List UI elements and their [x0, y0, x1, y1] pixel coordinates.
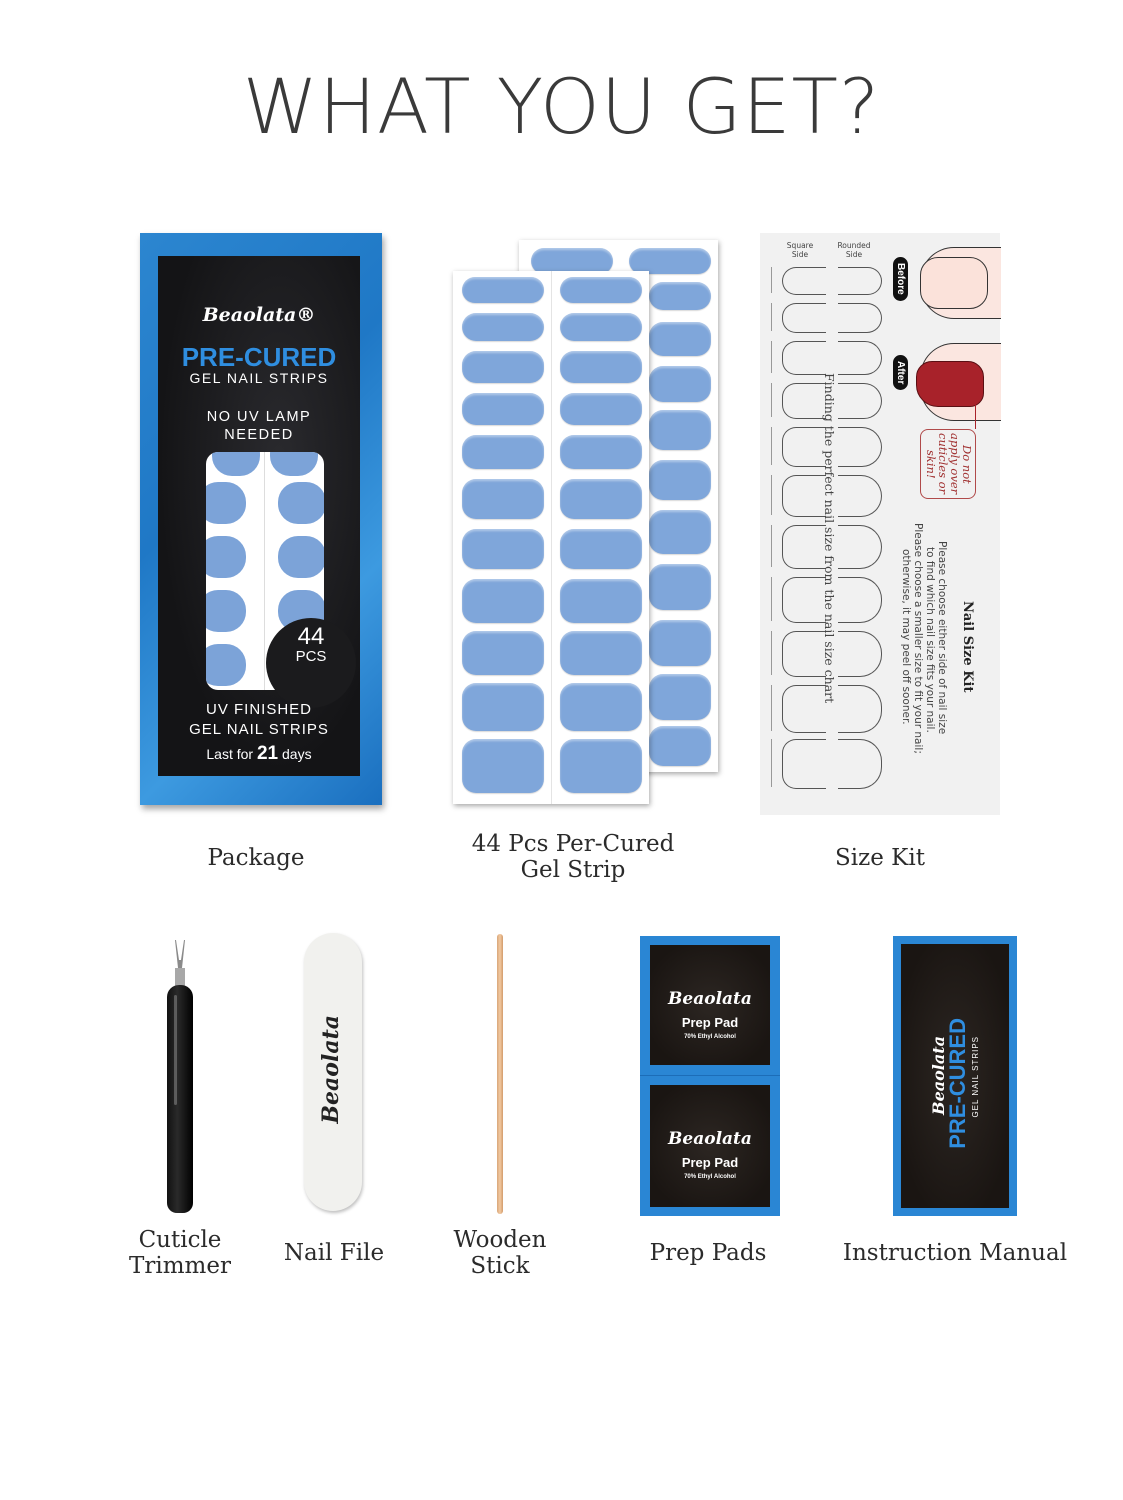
prep-pad-brand: Beaolata [668, 989, 752, 1009]
before-nail-illustration [920, 257, 988, 309]
gel-strip-sheet-front [453, 271, 649, 804]
column-header-rounded: Rounded Side [832, 241, 876, 259]
after-label: After [893, 355, 908, 391]
package-window [206, 452, 324, 690]
col-square-line1: Square [786, 241, 814, 250]
caption-cuticle-trimmer: Cuticle Trimmer [110, 1227, 250, 1279]
warning-callout: Do not apply over cuticles or skin! [920, 429, 976, 499]
package-claim: NO UV LAMP NEEDED [158, 408, 360, 444]
page-title: WHAT YOU GET? [242, 62, 881, 151]
manual-headline: PRE-CURED [945, 1018, 970, 1149]
package-finish-line1: UV FINISHED [205, 701, 312, 718]
duration-days: 21 [256, 743, 279, 764]
count-unit: PCS [295, 648, 327, 665]
kit-title: Nail Size Kit [960, 601, 975, 693]
package-duration: Last for 21 days [158, 743, 360, 765]
caption-wooden-line2: Stick [470, 1253, 530, 1279]
column-header-square: Square Side [780, 241, 820, 259]
prep-pads-image: Beaolata Prep Pad 70% Ethyl Alcohol Beao… [640, 936, 780, 1216]
cuticle-trimmer-tip-icon [175, 940, 185, 990]
col-rounded-line1: Rounded [837, 241, 871, 250]
count-badge [266, 618, 356, 708]
package-claim-line1: NO UV LAMP [206, 409, 312, 425]
prep-pad-title: Prep Pad [681, 1015, 739, 1030]
package-brand-logo: Beaolata® [202, 304, 316, 326]
caption-size-kit: Size Kit [835, 845, 925, 871]
kit-instruction-1: Please choose either side of nail size [936, 541, 948, 735]
manual-subline: GEL NAIL STRIPS [971, 1036, 980, 1118]
caption-wooden-line1: Wooden [453, 1227, 547, 1253]
wooden-stick-image [497, 934, 503, 1214]
prep-pad-brand: Beaolata [668, 1129, 752, 1149]
caption-nail-file: Nail File [283, 1240, 385, 1266]
kit-instruction-2: to find which nail size fits your nail. [924, 547, 936, 733]
prep-pad-title: Prep Pad [681, 1155, 739, 1170]
nail-file-image: Beaolata [304, 933, 362, 1211]
prep-pad-subtitle: 70% Ethyl Alcohol [684, 1034, 736, 1040]
kit-instruction-3: Please choose a smaller size to fit your… [912, 523, 924, 754]
package-finish-line2: GEL NAIL STRIPS [189, 721, 329, 738]
cuticle-trimmer-image [167, 985, 193, 1213]
package-headline: PRE-CURED [181, 342, 337, 372]
kit-instruction-4: otherwise, it may peel off sooner. [900, 549, 912, 725]
size-chart-guide-text: Finding the perfect nail size from the n… [822, 373, 837, 704]
caption-cuticle-line2: Trimmer [129, 1253, 231, 1279]
caption-gel-strip-line1: 44 Pcs Per-Cured [471, 831, 675, 857]
instruction-manual-image: Beaolata PRE-CURED GEL NAIL STRIPS [893, 936, 1017, 1216]
after-nail-illustration [916, 361, 984, 407]
caption-wooden-stick: Wooden Stick [430, 1227, 570, 1279]
col-rounded-line2: Side [845, 250, 863, 259]
caption-gel-strip: 44 Pcs Per-Cured Gel Strip [440, 831, 706, 883]
package-image: Beaolata® PRE-CURED GEL NAIL STRIPS NO U… [140, 233, 382, 805]
caption-instruction-manual: Instruction Manual [842, 1240, 1068, 1266]
prep-pad-subtitle: 70% Ethyl Alcohol [684, 1174, 736, 1180]
caption-gel-strip-line2: Gel Strip [520, 857, 626, 883]
package-subline: GEL NAIL STRIPS [189, 370, 329, 386]
col-square-line2: Side [791, 250, 809, 259]
size-kit-card: Square Side Rounded Side Finding the per… [760, 233, 1001, 815]
duration-prefix: Last for [206, 746, 254, 762]
package-finish: UV FINISHED GEL NAIL STRIPS [158, 700, 360, 740]
package-claim-line2: NEEDED [224, 427, 294, 443]
count-number: 44 [297, 623, 325, 650]
caption-prep-pads: Prep Pads [649, 1240, 767, 1266]
prep-pad: Beaolata Prep Pad 70% Ethyl Alcohol [650, 1085, 770, 1207]
prep-pad: Beaolata Prep Pad 70% Ethyl Alcohol [650, 945, 770, 1065]
caption-package: Package [207, 845, 305, 871]
caption-cuticle-line1: Cuticle [138, 1227, 222, 1253]
package-label-panel: Beaolata® PRE-CURED GEL NAIL STRIPS NO U… [158, 256, 360, 776]
nail-file-brand: Beaolata [318, 1015, 344, 1124]
duration-suffix: days [282, 746, 312, 762]
before-label: Before [893, 257, 908, 301]
